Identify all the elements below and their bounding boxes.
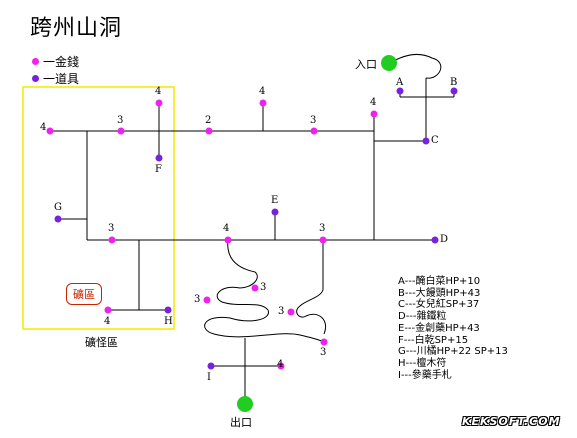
gold-node (277, 362, 285, 370)
mine-monster-zone (22, 86, 175, 330)
node-label: I (207, 372, 211, 383)
item-entry: H---檀木符 (398, 357, 447, 369)
legend-gold: 一金錢 (32, 53, 79, 70)
node-label: 4 (155, 86, 162, 97)
item-list: A---醃白菜HP+10 B---大饅頭HP+43 C---女兒紅SP+37 D… (398, 276, 508, 381)
node-label: 4 (223, 223, 230, 234)
entrance-label: 入口 (355, 58, 377, 71)
gold-node (287, 308, 295, 316)
node-label: 4 (277, 359, 284, 370)
gold-node (46, 127, 54, 135)
item-node (207, 362, 215, 370)
gold-node (155, 99, 163, 107)
node-label: A (396, 77, 404, 88)
gold-node (108, 236, 116, 244)
item-node (431, 236, 439, 244)
gold-node (205, 127, 213, 135)
gold-node (203, 296, 211, 304)
node-label: 3 (260, 282, 267, 293)
watermark: KEKSOFT.COM (462, 415, 561, 428)
gold-node (117, 127, 125, 135)
gold-node (251, 284, 259, 292)
legend-gold-label: 一金錢 (43, 55, 80, 69)
node-label: G (54, 202, 62, 213)
item-node (54, 215, 62, 223)
cave-paths (50, 54, 455, 402)
node-label: F (155, 164, 162, 175)
node-label: 3 (108, 223, 115, 234)
item-node (271, 208, 279, 216)
gold-node (320, 338, 328, 346)
gold-node (104, 306, 112, 314)
mine-monster-area-label: 礦怪區 (85, 336, 118, 349)
node-label: E (271, 195, 279, 206)
exit-marker (237, 396, 253, 412)
node-label: 4 (370, 97, 377, 108)
item-node (164, 306, 172, 314)
gold-node (319, 236, 327, 244)
exit-label: 出口 (230, 416, 252, 429)
map-nodes (46, 87, 458, 370)
node-label: 3 (310, 115, 317, 126)
legend-item-label: 一道具 (43, 72, 80, 86)
node-label: 3 (194, 294, 201, 305)
item-dot-icon (32, 75, 39, 82)
item-entry: A---醃白菜HP+10 (398, 276, 481, 287)
item-entry: G---川橘HP+22 SP+13 (398, 346, 508, 358)
node-label: 4 (40, 122, 47, 133)
node-label: 3 (320, 347, 327, 358)
legend-item: 一道具 (32, 70, 79, 87)
gold-node (370, 110, 378, 118)
page-title: 跨州山洞 (30, 16, 123, 41)
mine-badge: 礦區 (66, 283, 102, 305)
node-label: 3 (278, 306, 285, 317)
node-label: C (431, 135, 439, 146)
node-label: D (440, 234, 449, 245)
gold-node (224, 236, 232, 244)
node-label: 3 (117, 115, 124, 126)
item-node (155, 154, 163, 162)
item-entry: I---參藥手札 (398, 369, 452, 381)
gold-node (310, 127, 318, 135)
node-label: 2 (205, 115, 212, 126)
item-entry: E---金創藥HP+43 (398, 322, 480, 334)
node-label: B (450, 77, 458, 88)
entrance-marker (381, 55, 397, 71)
node-label: 4 (259, 86, 266, 97)
item-entry: F---白乾SP+15 (398, 334, 469, 346)
gold-node (259, 99, 267, 107)
item-node (450, 87, 458, 95)
node-label: 4 (104, 316, 111, 327)
item-entry: C---女兒紅SP+37 (398, 299, 480, 311)
gold-dot-icon (32, 58, 39, 65)
item-node (396, 87, 404, 95)
node-label: 3 (319, 223, 326, 234)
item-node (422, 137, 430, 145)
item-entry: B---大饅頭HP+43 (398, 287, 481, 299)
node-label: H (164, 316, 173, 327)
item-entry: D---雜鐵粒 (398, 311, 447, 323)
